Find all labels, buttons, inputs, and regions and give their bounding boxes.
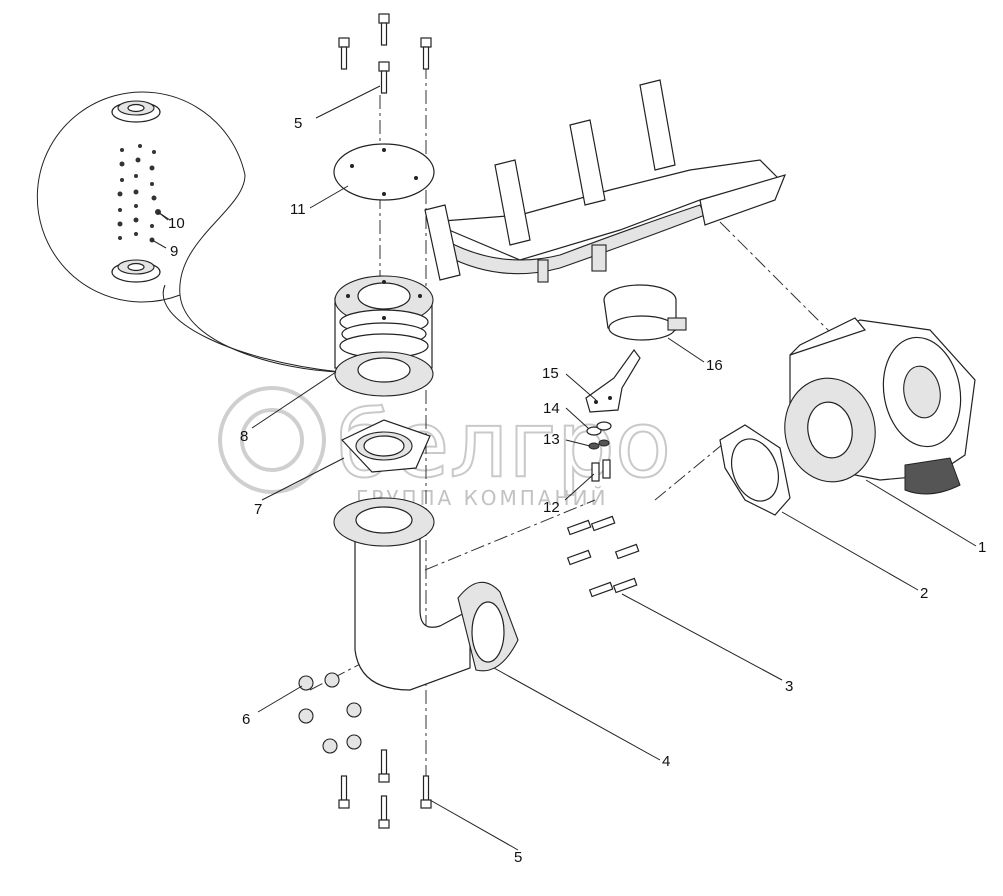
callout-11: 11: [290, 201, 306, 218]
callout-9: 9: [170, 243, 178, 260]
callout-16: 16: [706, 357, 723, 374]
callout-14: 14: [543, 400, 560, 417]
turbocharger: [784, 317, 976, 495]
watermark-logo-outer: [218, 386, 326, 494]
callout-10: 10: [168, 215, 185, 232]
callout-12: 12: [543, 499, 560, 516]
callout-5-top: 5: [294, 115, 302, 132]
callout-6: 6: [242, 711, 250, 728]
callout-2: 2: [920, 585, 928, 602]
bellows-compensator: [334, 275, 434, 397]
nuts: [298, 672, 362, 754]
square-gasket: [341, 419, 431, 473]
callout-7: 7: [254, 501, 262, 518]
exhaust-manifold: [424, 79, 787, 283]
callout-8: 8: [240, 428, 248, 445]
callout-3: 3: [785, 678, 793, 695]
callout-13: 13: [543, 431, 560, 448]
callout-5-bottom: 5: [514, 849, 522, 866]
callout-1: 1: [978, 539, 986, 556]
turbo-gasket: [719, 424, 791, 516]
studs: [566, 515, 640, 598]
pipe-clamp: [603, 284, 687, 341]
cover-plate: [333, 143, 435, 201]
bracket-assembly: [585, 348, 641, 482]
watermark-logo-inner: [240, 408, 304, 472]
bolts-bottom: [338, 749, 432, 829]
callout-labels: 1 2 3 4 5 5 6 7 8 9 10 11 12 13 14 15 16: [168, 115, 986, 866]
callout-15: 15: [542, 365, 559, 382]
leader-lines: [151, 85, 977, 851]
bolts-top: [338, 13, 432, 94]
elbow-pipe: [333, 497, 519, 691]
detail-bubble: [36, 91, 341, 373]
callout-4: 4: [662, 753, 670, 770]
